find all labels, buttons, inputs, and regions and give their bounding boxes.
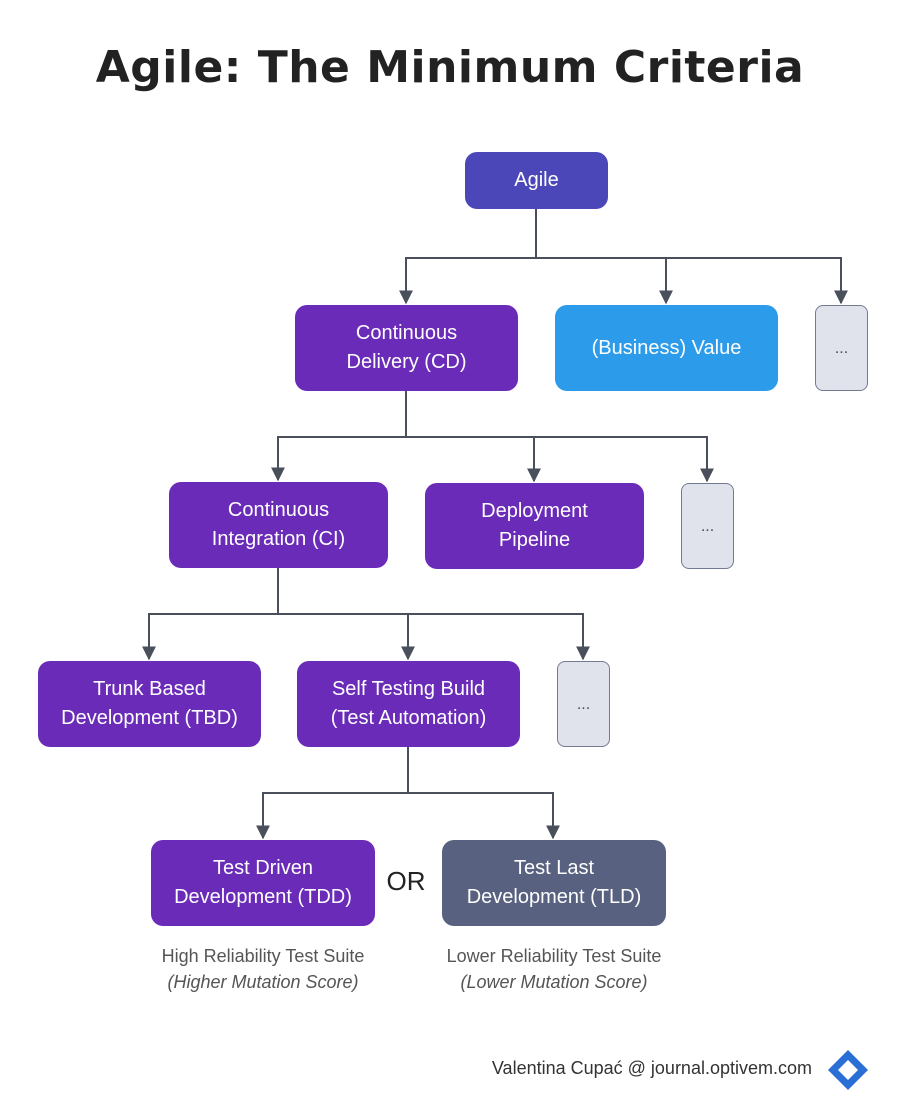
node-agile: Agile bbox=[465, 152, 608, 209]
node-business-value: (Business) Value bbox=[555, 305, 778, 391]
node-continuous-integration: Continuous Integration (CI) bbox=[169, 482, 388, 568]
node-more-level1: ... bbox=[815, 305, 868, 391]
diagram-title: Agile: The Minimum Criteria bbox=[95, 42, 805, 93]
caption-tdd-line1: High Reliability Test Suite bbox=[161, 946, 365, 966]
edge-selftest-tdd bbox=[256, 746, 409, 840]
caption-tld-line2: (Lower Mutation Score) bbox=[460, 972, 648, 992]
edge-agile-value bbox=[536, 257, 673, 305]
node-more-level2-label: ... bbox=[700, 517, 715, 535]
node-test-last-development: Test Last Development (TLD) bbox=[442, 840, 666, 926]
or-label: OR bbox=[386, 866, 426, 896]
edge-agile-cd bbox=[399, 208, 537, 305]
node-more-level1-label: ... bbox=[834, 339, 849, 357]
edge-cd-pipeline bbox=[406, 436, 541, 483]
node-test-driven-development: Test Driven Development (TDD) bbox=[151, 840, 375, 926]
edge-ci-selftest bbox=[278, 613, 415, 661]
node-continuous-integration-label: Continuous Integration (CI) bbox=[211, 499, 346, 550]
caption-tdd-line2: (Higher Mutation Score) bbox=[167, 972, 359, 992]
footer-credit: Valentina Cupać @ journal.optivem.com bbox=[491, 1058, 812, 1078]
caption-tdd: High Reliability Test Suite (Higher Muta… bbox=[123, 943, 403, 995]
node-deployment-pipeline: Deployment Pipeline bbox=[425, 483, 644, 569]
node-continuous-delivery-label: Continuous Delivery (CD) bbox=[346, 322, 467, 373]
node-test-last-development-label: Test Last Development (TLD) bbox=[466, 857, 642, 908]
edge-cd-more bbox=[534, 436, 714, 483]
edge-agile-more bbox=[666, 257, 848, 305]
node-deployment-pipeline-label: Deployment Pipeline bbox=[481, 500, 588, 551]
node-self-testing-build-label: Self Testing Build (Test Automation) bbox=[330, 678, 487, 729]
node-more-level3: ... bbox=[557, 661, 610, 747]
node-trunk-based-development: Trunk Based Development (TBD) bbox=[38, 661, 261, 747]
optivem-logo-icon bbox=[828, 1050, 868, 1090]
node-more-level3-label: ... bbox=[576, 695, 591, 713]
caption-tld: Lower Reliability Test Suite (Lower Muta… bbox=[409, 943, 699, 995]
node-more-level2: ... bbox=[681, 483, 734, 569]
caption-tld-line1: Lower Reliability Test Suite bbox=[446, 946, 662, 966]
edge-ci-tbd bbox=[142, 567, 279, 661]
node-business-value-label: (Business) Value bbox=[591, 336, 742, 359]
edge-cd-ci bbox=[271, 390, 407, 482]
node-test-driven-development-label: Test Driven Development (TDD) bbox=[174, 857, 352, 908]
node-agile-label: Agile bbox=[514, 169, 559, 191]
edge-ci-more bbox=[408, 613, 590, 661]
node-trunk-based-development-label: Trunk Based Development (TBD) bbox=[61, 678, 238, 729]
edge-selftest-tld bbox=[408, 792, 560, 840]
node-self-testing-build: Self Testing Build (Test Automation) bbox=[297, 661, 520, 747]
node-continuous-delivery: Continuous Delivery (CD) bbox=[295, 305, 518, 391]
